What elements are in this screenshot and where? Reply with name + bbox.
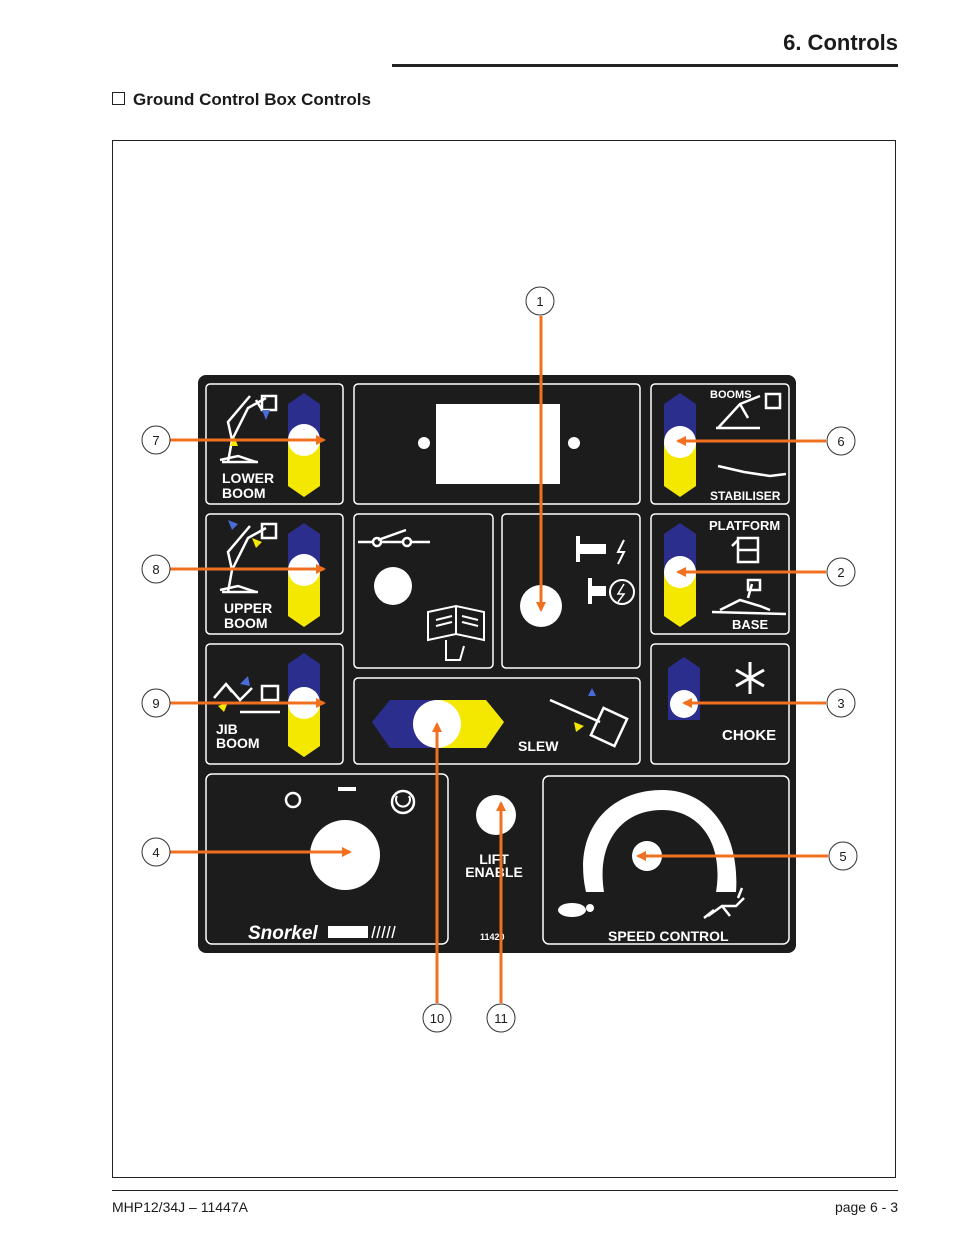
- ignition-key-switch[interactable]: [310, 820, 380, 890]
- callout-2: [826, 557, 856, 587]
- stabiliser-label: STABILISER: [710, 489, 781, 503]
- logo-stripes-icon: [371, 925, 396, 939]
- start-indicator-icon: [390, 789, 416, 815]
- base-machine-icon: [711, 578, 787, 616]
- choke-label: CHOKE: [722, 727, 776, 744]
- callout-8: [141, 554, 171, 584]
- turtle-icon: [558, 903, 594, 917]
- footer-page-number: page 6 - 3: [834, 1199, 898, 1215]
- hour-meter-display: [436, 404, 560, 484]
- callout-number-7: 7: [152, 433, 159, 448]
- callout-6: [826, 426, 856, 456]
- section-heading: Ground Control Box Controls: [112, 90, 371, 110]
- upper-boom-label-1: UPPER: [224, 600, 272, 616]
- platform-base-module: PLATFORM BASE: [650, 513, 790, 635]
- callout-number-8: 8: [152, 562, 159, 577]
- starter-symbol-icon: [576, 536, 606, 604]
- callout-7: [141, 425, 171, 455]
- off-indicator-icon: [284, 791, 302, 809]
- callout-number-10: 10: [430, 1011, 444, 1026]
- header-rule: [392, 64, 898, 67]
- slew-label: SLEW: [518, 738, 559, 754]
- slew-arrow-icon: [588, 688, 596, 696]
- part-number: 11420: [480, 932, 505, 942]
- footer-model: MHP12/34J – 11447A: [112, 1199, 248, 1215]
- slew-arrow-icon-2: [574, 722, 584, 732]
- snowflake-icon: [735, 662, 765, 694]
- speed-control-label: SPEED CONTROL: [608, 928, 729, 944]
- callout-5: [828, 841, 858, 871]
- lower-arrow-icon-2: [262, 410, 270, 420]
- platform-icon: [731, 536, 760, 564]
- callout-9: [141, 688, 171, 718]
- on-indicator-icon: [338, 787, 356, 791]
- lift-enable-label-2: ENABLE: [465, 864, 523, 880]
- jib-boom-label-2: BOOM: [216, 735, 260, 751]
- booms-label: BOOMS: [710, 389, 752, 401]
- base-label: BASE: [732, 617, 768, 632]
- read-manual-icon: [427, 604, 485, 661]
- power-switch-button[interactable]: [374, 567, 412, 605]
- callout-4: [141, 837, 171, 867]
- jib-arrow-icon: [240, 676, 250, 686]
- lift-enable-module: LIFT ENABLE 11420: [465, 795, 523, 942]
- figure-frame: [112, 140, 896, 1178]
- callout-number-5: 5: [839, 849, 846, 864]
- lightning-icon: [616, 539, 626, 565]
- rabbit-icon: [703, 887, 745, 919]
- speed-dial-arc: [583, 790, 737, 892]
- callout-number-6: 6: [837, 434, 844, 449]
- upper-arrow-icon: [228, 520, 238, 530]
- callout-10: [422, 1003, 452, 1033]
- lower-boom-label-2: BOOM: [222, 485, 266, 501]
- callout-number-2: 2: [837, 565, 844, 580]
- callout-number-9: 9: [152, 696, 159, 711]
- callout-3: [826, 688, 856, 718]
- lower-boom-label-1: LOWER: [222, 470, 274, 486]
- upper-arrow-icon-2: [252, 538, 262, 548]
- lower-boom-module: LOWER BOOM: [205, 383, 344, 505]
- brand-logo: Snorkel: [248, 923, 318, 944]
- no-power-icon: [609, 579, 635, 605]
- slew-machine-icon: [549, 698, 629, 748]
- jib-boom-machine-icon: [213, 682, 280, 714]
- lift-enable-button[interactable]: [476, 795, 516, 835]
- callout-number-3: 3: [837, 696, 844, 711]
- checkbox-icon: [112, 92, 125, 105]
- callout-number-11: 11: [494, 1011, 508, 1026]
- chapter-title: 6. Controls: [783, 30, 898, 55]
- callout-number-4: 4: [152, 845, 159, 860]
- jib-boom-label-1: JIB: [216, 721, 238, 737]
- callout-number-1: 1: [536, 294, 543, 309]
- booms-machine-icon: [716, 392, 787, 478]
- footer-rule: [112, 1190, 898, 1191]
- speed-control-module: SPEED CONTROL: [542, 775, 790, 945]
- switch-symbol-icon: [358, 528, 430, 548]
- upper-boom-module: UPPER BOOM: [205, 513, 344, 635]
- callout-11: [486, 1003, 516, 1033]
- power-switch-module: [353, 513, 494, 669]
- slew-module: SLEW: [353, 677, 641, 765]
- callout-1: [525, 286, 555, 316]
- platform-label: PLATFORM: [709, 518, 780, 533]
- upper-boom-machine-icon: [219, 522, 278, 594]
- upper-boom-label-2: BOOM: [224, 615, 268, 631]
- hour-meter-module: [353, 383, 641, 505]
